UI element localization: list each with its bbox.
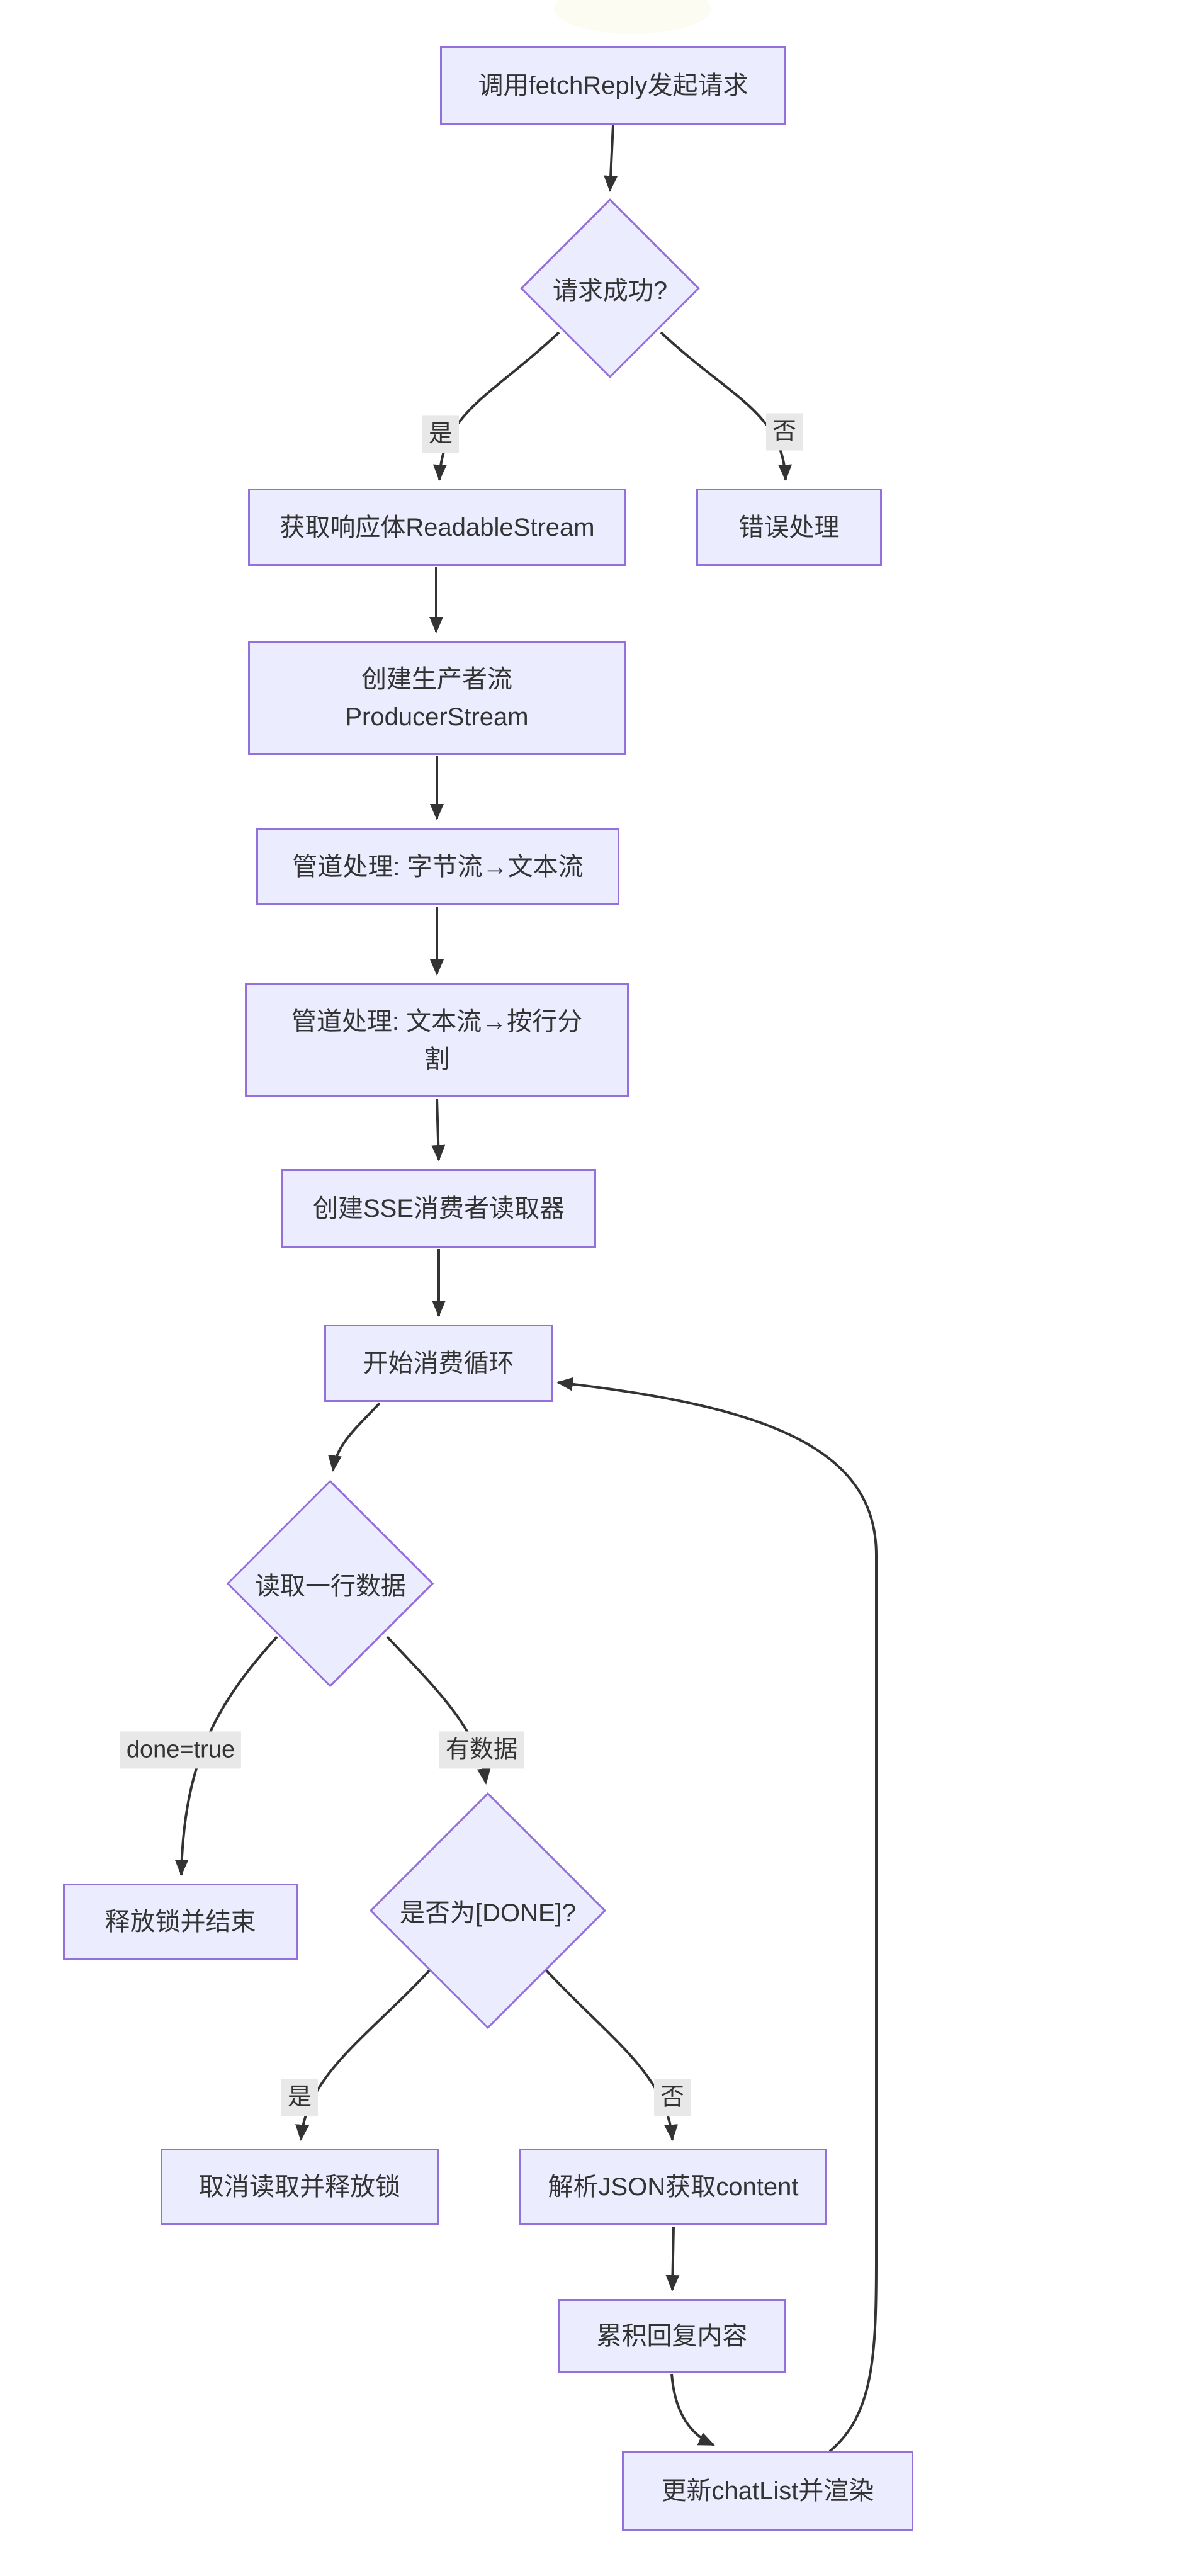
edge-label-yes-2: 是	[281, 2079, 319, 2116]
node-label: 更新chatList并渲染	[661, 2477, 874, 2505]
node-label: 累积回复内容	[596, 2322, 748, 2350]
node-label: 请求成功?	[552, 277, 668, 305]
node-label: 管道处理: 字节流→文本流	[292, 852, 584, 881]
decision-read-line: 读取一行数据	[226, 1479, 434, 1688]
node-label: 错误处理	[738, 513, 840, 541]
edge-label-no-2: 否	[653, 2079, 691, 2116]
edge-success-yes-to-stream	[432, 331, 560, 481]
decision-is-done-token: 是否为[DONE]?	[369, 1792, 607, 2030]
node-accumulate-reply: 累积回复内容	[558, 2299, 786, 2373]
node-start-consume-loop: 开始消费循环	[324, 1325, 553, 1402]
decision-request-success: 请求成功?	[520, 198, 700, 378]
node-label: 释放锁并结束	[104, 1907, 256, 1936]
edge-pipe2-to-reader	[431, 1098, 446, 1161]
node-pipe-bytes-to-text: 管道处理: 字节流→文本流	[256, 828, 619, 905]
node-create-sse-reader: 创建SSE消费者读取器	[281, 1169, 596, 1248]
node-label: 读取一行数据	[255, 1573, 406, 1600]
edge-loop-to-readline	[328, 1402, 381, 1472]
node-get-readable-stream: 获取响应体ReadableStream	[248, 489, 626, 566]
node-label: 获取响应体ReadableStream	[279, 513, 595, 541]
node-parse-json-content: 解析JSON获取content	[519, 2149, 827, 2225]
node-label: 开始消费循环	[363, 1349, 514, 1377]
node-label: 创建SSE消费者读取器	[312, 1194, 565, 1223]
node-label: 是否为[DONE]?	[399, 1899, 577, 1927]
edge-parse-to-accumulate	[665, 2226, 680, 2291]
node-label: 创建生产者流 ProducerStream	[345, 665, 529, 731]
node-error-handling: 错误处理	[696, 489, 882, 566]
edge-label-no-1: 否	[765, 413, 803, 451]
edge-update-loopback	[556, 1377, 878, 2453]
edge-call-to-success	[604, 124, 618, 192]
node-call-fetch-reply: 调用fetchReply发起请求	[440, 46, 786, 125]
node-cancel-read-release-lock: 取消读取并释放锁	[161, 2149, 439, 2225]
node-release-lock-end: 释放锁并结束	[63, 1884, 298, 1960]
edge-label-done-true: done=true	[120, 1731, 242, 1769]
edge-accumulate-to-update	[670, 2373, 715, 2446]
node-update-chatlist-render: 更新chatList并渲染	[622, 2451, 913, 2531]
edge-success-no-to-error	[660, 331, 793, 481]
node-label: 取消读取并释放锁	[199, 2173, 400, 2201]
node-label: 解析JSON获取content	[548, 2173, 799, 2201]
node-label: 调用fetchReply发起请求	[478, 71, 748, 99]
node-label: 管道处理: 文本流→按行分割	[291, 1007, 583, 1073]
edge-label-yes-1: 是	[422, 415, 460, 453]
node-pipe-text-split-lines: 管道处理: 文本流→按行分割	[245, 983, 629, 1097]
edge-label-has-data: 有数据	[439, 1731, 524, 1769]
node-create-producer-stream: 创建生产者流 ProducerStream	[248, 641, 626, 755]
